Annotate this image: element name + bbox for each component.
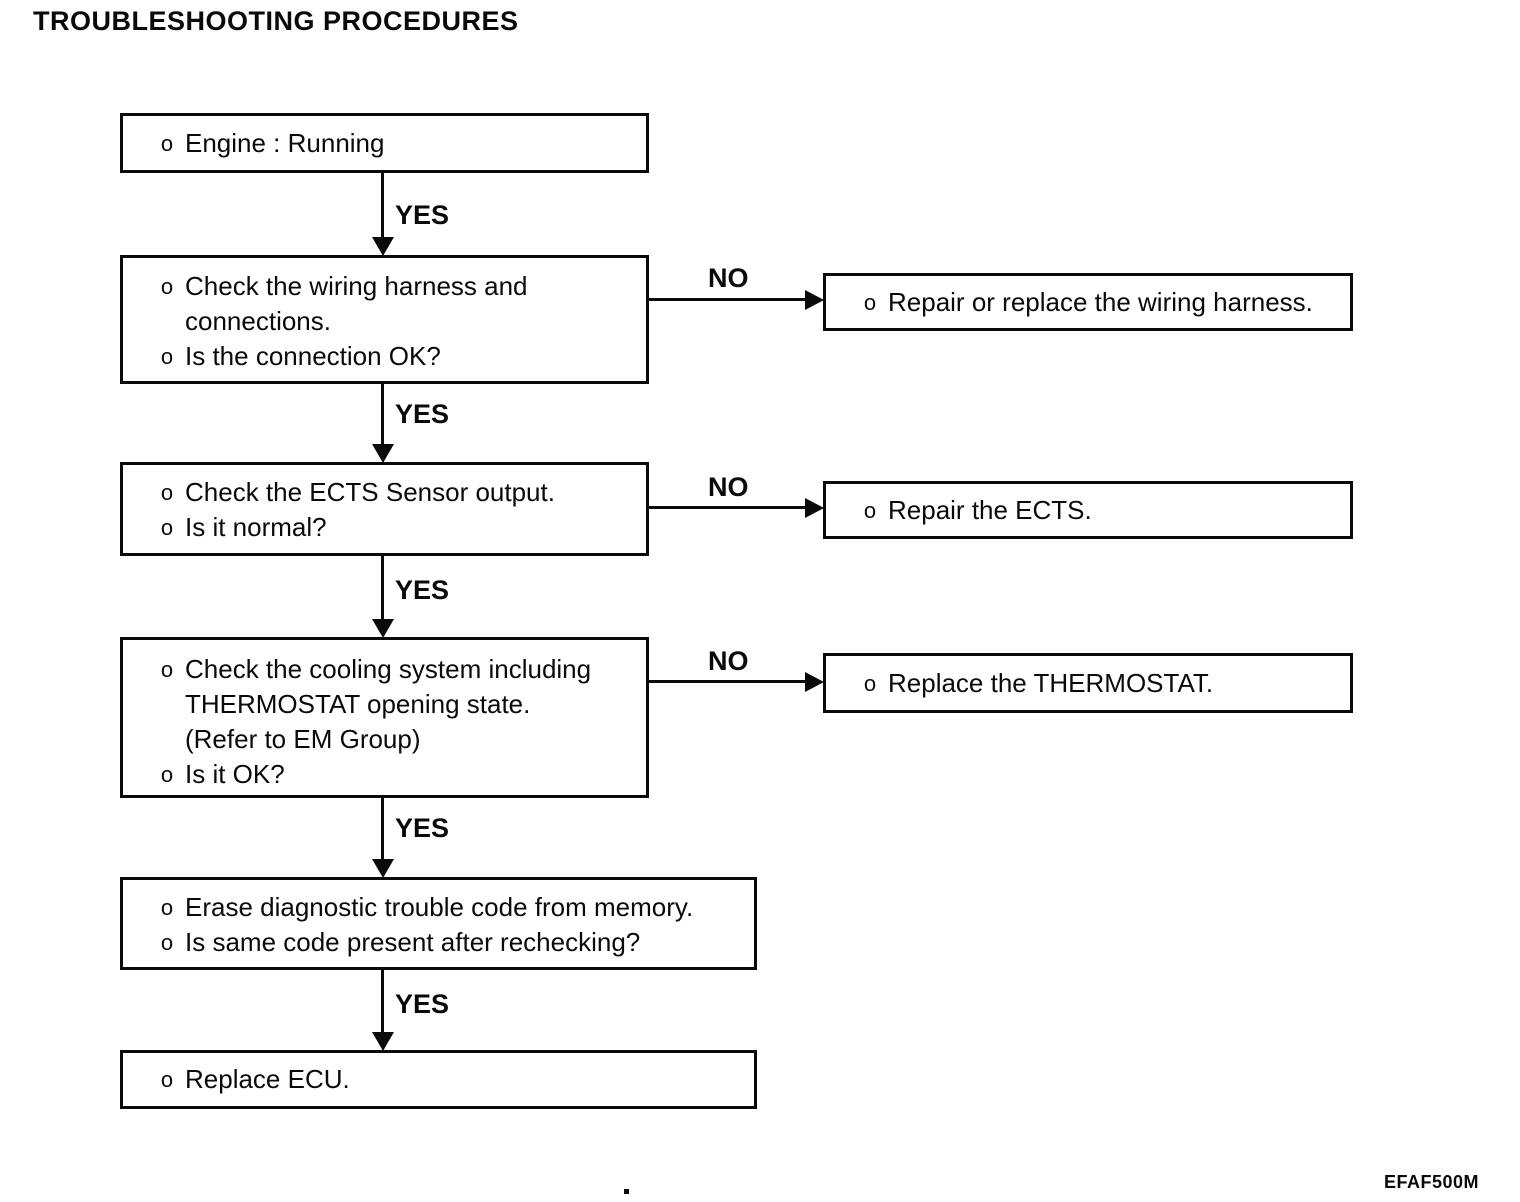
bullet-marker xyxy=(149,687,185,722)
node-text: Engine : Running xyxy=(185,127,385,158)
edge-label-no: NO xyxy=(708,646,749,676)
node-line: THERMOSTAT opening state. xyxy=(123,687,646,722)
node-line: o Check the cooling system including xyxy=(123,652,646,687)
bullet-marker: o xyxy=(160,344,174,369)
page-title: TROUBLESHOOTING PROCEDURES xyxy=(33,6,519,36)
node-line: o Is same code present after rechecking? xyxy=(123,925,754,960)
node-text: THERMOSTAT opening state. xyxy=(185,689,531,719)
connector-line xyxy=(381,554,384,621)
node-check-cooling: o Check the cooling system including THE… xyxy=(120,637,649,798)
arrow-right-icon xyxy=(805,290,824,310)
bullet-marker: o xyxy=(160,657,174,682)
node-text: Repair the ECTS. xyxy=(888,494,1092,525)
node-line: o Is the connection OK? xyxy=(123,339,646,374)
node-text: Check the wiring harness and xyxy=(185,271,528,301)
node-text: Is same code present after rechecking? xyxy=(185,927,641,957)
node-text: Is the connection OK? xyxy=(185,341,441,371)
node-line: o Is it normal? xyxy=(123,510,646,545)
connector-line xyxy=(381,382,384,446)
node-check-wiring: o Check the wiring harness and connectio… xyxy=(120,255,649,384)
node-repair-wiring: o Repair or replace the wiring harness. xyxy=(823,273,1353,331)
node-repair-ects: o Repair the ECTS. xyxy=(823,481,1353,539)
node-line: (Refer to EM Group) xyxy=(123,722,646,757)
scan-speck xyxy=(624,1189,629,1194)
bullet-marker: o xyxy=(160,515,174,540)
bullet-marker: o xyxy=(160,895,174,920)
node-text: Replace ECU. xyxy=(185,1064,350,1094)
node-engine-running: o Engine : Running xyxy=(120,113,649,173)
node-replace-ecu: o Replace ECU. xyxy=(120,1050,757,1109)
node-text: connections. xyxy=(185,306,331,336)
arrow-down-icon xyxy=(372,1032,394,1051)
bullet-marker: o xyxy=(160,930,174,955)
node-line: o Replace ECU. xyxy=(123,1062,754,1097)
bullet-marker xyxy=(149,722,185,757)
bullet-marker: o xyxy=(160,130,174,156)
connector-line xyxy=(381,796,384,861)
bullet-marker: o xyxy=(863,670,877,696)
node-text: Check the ECTS Sensor output. xyxy=(185,477,555,507)
node-replace-thermostat: o Replace the THERMOSTAT. xyxy=(823,653,1353,713)
arrow-down-icon xyxy=(372,237,394,256)
node-line: o Check the wiring harness and xyxy=(123,269,646,304)
node-line: connections. xyxy=(123,304,646,339)
figure-code: EFAF500M xyxy=(1384,1172,1480,1192)
bullet-marker: o xyxy=(160,274,174,299)
arrow-down-icon xyxy=(372,619,394,638)
node-text: Check the cooling system including xyxy=(185,654,592,684)
bullet-marker: o xyxy=(160,762,174,787)
node-text: Repair or replace the wiring harness. xyxy=(888,286,1313,317)
arrow-right-icon xyxy=(805,498,824,518)
edge-label-yes: YES xyxy=(395,813,450,843)
node-erase-code: o Erase diagnostic trouble code from mem… xyxy=(120,877,757,970)
node-text: Replace the THERMOSTAT. xyxy=(888,667,1214,698)
node-line: o Engine : Running xyxy=(123,126,646,161)
node-text: Erase diagnostic trouble code from memor… xyxy=(185,892,694,922)
connector-line xyxy=(649,680,807,683)
connector-line xyxy=(649,506,807,509)
node-text: Is it OK? xyxy=(185,759,285,789)
edge-label-yes: YES xyxy=(395,200,450,230)
bullet-marker xyxy=(149,304,185,339)
bullet-marker: o xyxy=(863,289,877,315)
arrow-down-icon xyxy=(372,859,394,878)
arrow-down-icon xyxy=(372,444,394,463)
node-line: o Replace the THERMOSTAT. xyxy=(826,666,1350,701)
bullet-marker: o xyxy=(863,497,877,523)
node-line: o Repair or replace the wiring harness. xyxy=(826,285,1350,320)
edge-label-no: NO xyxy=(708,472,749,502)
connector-line xyxy=(381,968,384,1032)
node-line: o Check the ECTS Sensor output. xyxy=(123,475,646,510)
node-check-ects: o Check the ECTS Sensor output. o Is it … xyxy=(120,462,649,556)
bullet-marker: o xyxy=(160,1067,174,1092)
node-text: Is it normal? xyxy=(185,512,327,542)
edge-label-yes: YES xyxy=(395,989,450,1019)
node-line: o Repair the ECTS. xyxy=(826,493,1350,528)
edge-label-no: NO xyxy=(708,263,749,293)
edge-label-yes: YES xyxy=(395,575,450,605)
node-line: o Erase diagnostic trouble code from mem… xyxy=(123,890,754,925)
bullet-marker: o xyxy=(160,480,174,505)
connector-line xyxy=(381,171,384,239)
node-text: (Refer to EM Group) xyxy=(185,724,421,754)
node-line: o Is it OK? xyxy=(123,757,646,792)
connector-line xyxy=(649,298,807,301)
edge-label-yes: YES xyxy=(395,399,450,429)
arrow-right-icon xyxy=(805,672,824,692)
